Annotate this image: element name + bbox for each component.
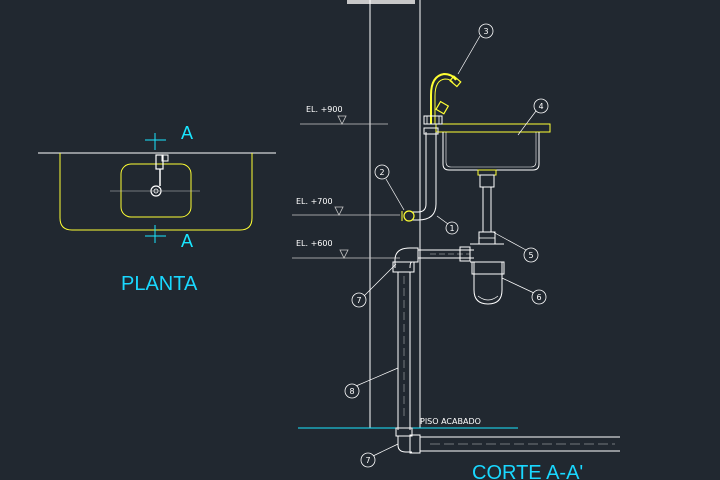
faucet <box>423 72 462 125</box>
sink-basin-inner <box>445 132 537 168</box>
sink-basin <box>442 132 540 171</box>
plan-basin <box>120 163 192 218</box>
floor-label: PISO ACABADO <box>420 417 481 426</box>
elevation-700-label: EL. +700 <box>296 197 333 206</box>
drain-vertical-pipe <box>397 272 411 430</box>
sink-rim <box>435 123 551 133</box>
callout-8-label: 8 <box>349 387 354 396</box>
callout-7-top: 7 <box>351 263 397 308</box>
drain-elbow-top <box>392 247 419 273</box>
callout-4: 4 <box>517 98 549 136</box>
drain-arm <box>418 246 474 262</box>
callout-7-bottom-label: 7 <box>365 456 370 465</box>
elevation-600-label: EL. +600 <box>296 239 333 248</box>
elevation-700: EL. +700 <box>292 197 400 216</box>
callout-3: 3 <box>457 23 494 75</box>
section-label-top: A <box>181 123 193 143</box>
callout-6-label: 6 <box>536 293 541 302</box>
callout-2-label: 2 <box>379 168 384 177</box>
elevation-900-label: EL. +900 <box>306 105 343 114</box>
callout-1-label: 1 <box>449 224 454 233</box>
plan-faucet-handle <box>161 154 169 162</box>
section-title: CORTE A-A' <box>472 462 583 480</box>
wall-top-cap <box>347 0 415 4</box>
callout-8: 8 <box>344 367 399 399</box>
plan-title: PLANTA <box>121 273 198 295</box>
callout-1: 1 <box>436 215 459 235</box>
drain-horizontal-pipe <box>420 436 620 452</box>
callout-6: 6 <box>501 277 547 305</box>
callout-5-label: 5 <box>528 251 533 260</box>
section-view: EL. +900 EL. +700 EL. +600 <box>292 0 620 480</box>
plan-sink-outline <box>59 153 253 231</box>
plan-view: A A PLANTA <box>38 123 276 295</box>
callout-3-label: 3 <box>483 27 488 36</box>
callout-7-top-label: 7 <box>356 296 361 305</box>
elevation-600: EL. +600 <box>292 239 400 259</box>
section-label-bottom: A <box>181 231 193 251</box>
callout-4-label: 4 <box>538 102 543 111</box>
callout-5: 5 <box>492 231 539 263</box>
supply-pipe <box>401 127 439 222</box>
drain-elbow-bottom <box>395 427 421 454</box>
elevation-900: EL. +900 <box>300 105 388 125</box>
p-trap <box>470 243 505 305</box>
callout-7-bottom: 7 <box>360 443 399 468</box>
drain-tail <box>477 169 497 245</box>
callout-2: 2 <box>374 164 405 211</box>
